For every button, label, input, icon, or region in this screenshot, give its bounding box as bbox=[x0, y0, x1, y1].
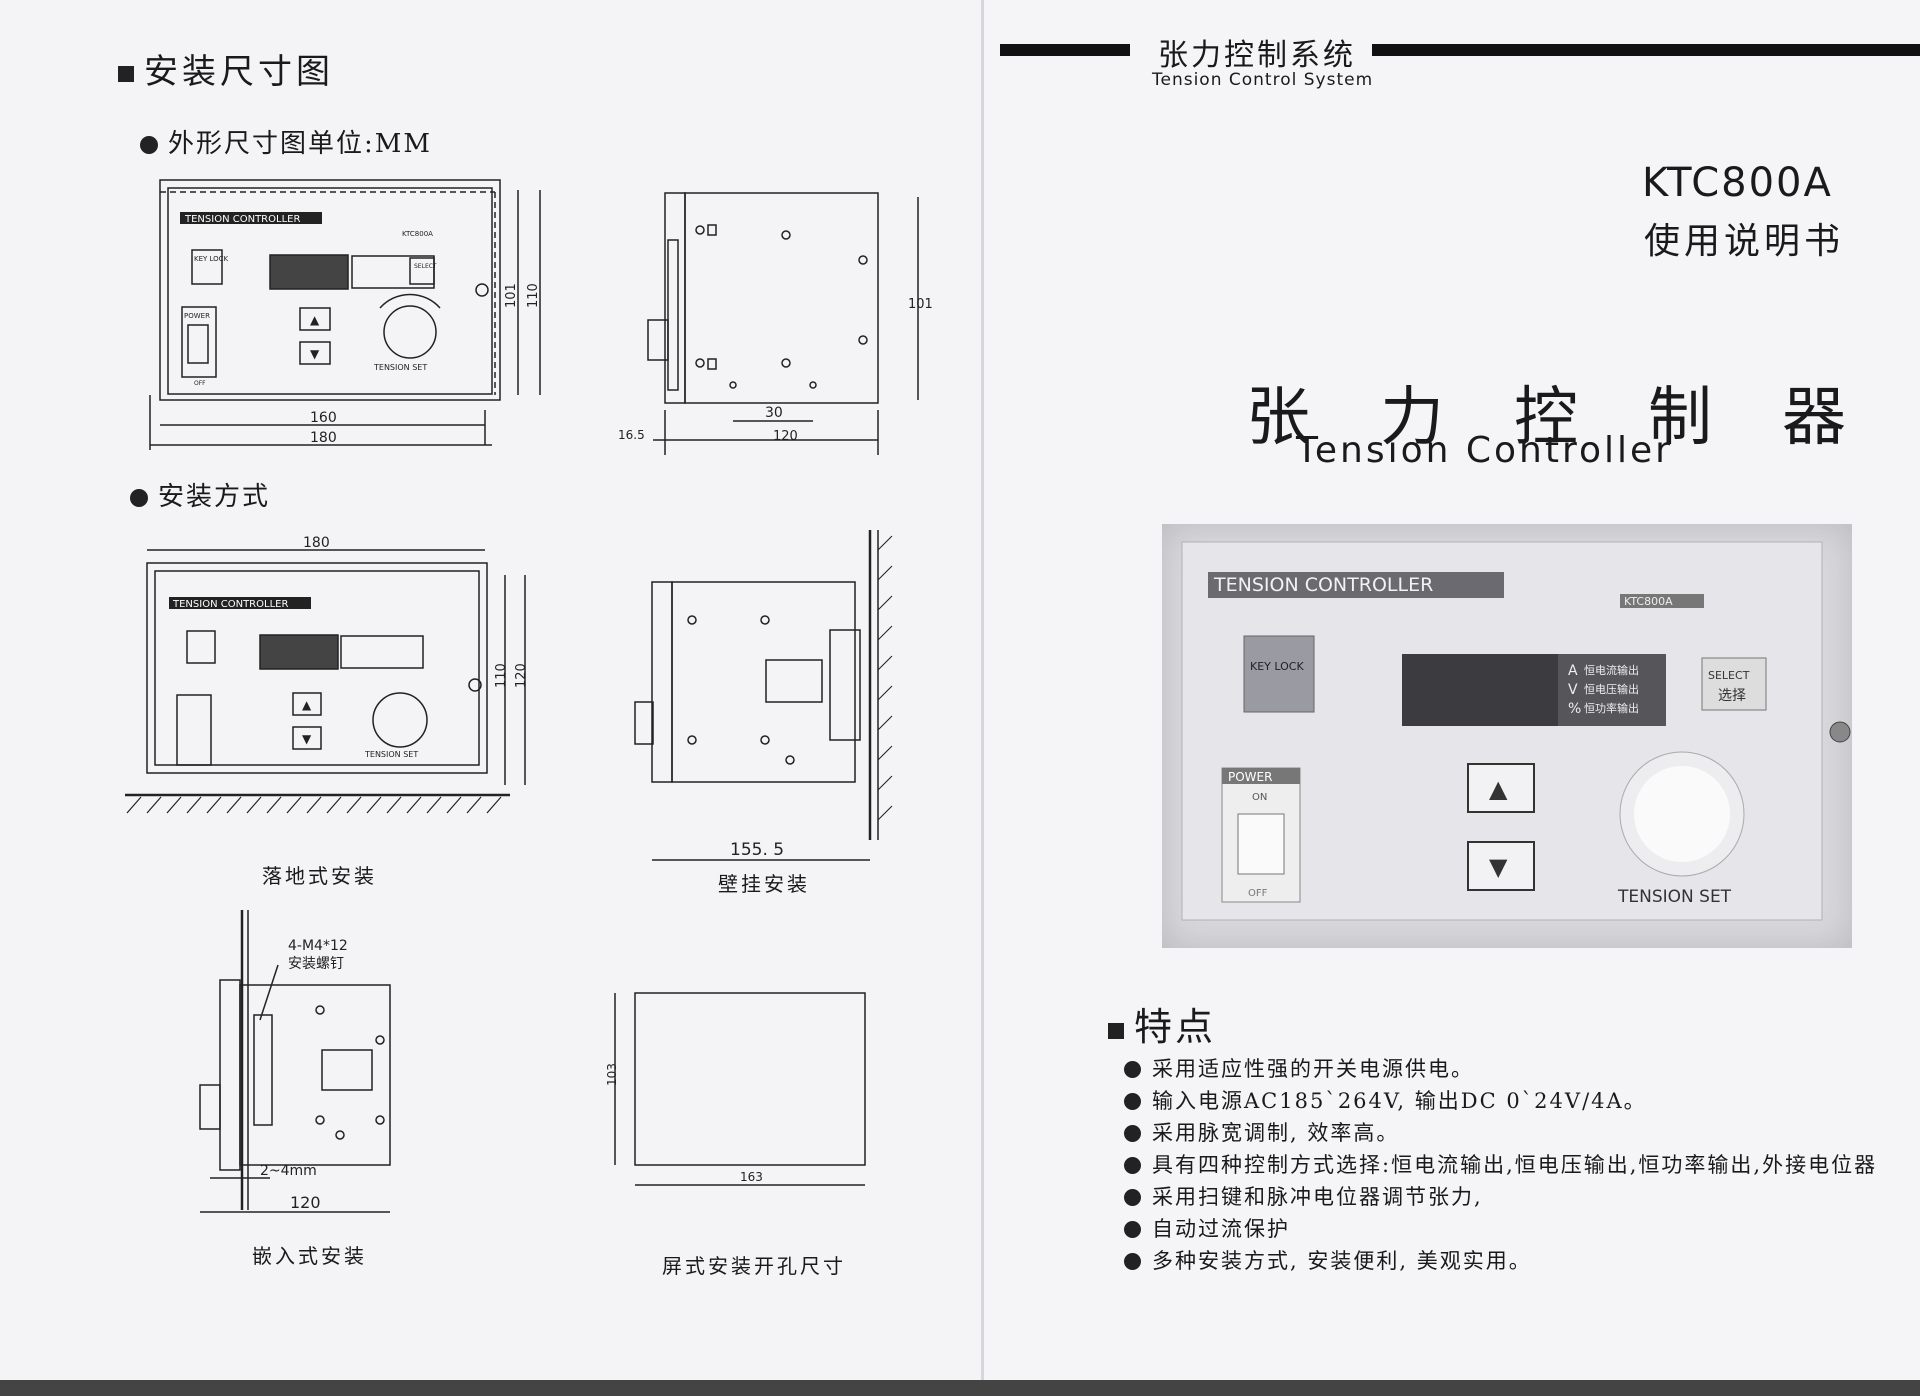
install-dimension-heading: 安装尺寸图 bbox=[118, 44, 334, 93]
down-arrow-icon: ▼ bbox=[310, 347, 320, 361]
tension-set-label: TENSION SET bbox=[373, 363, 427, 372]
dim-180: 180 bbox=[310, 430, 337, 446]
feature-item: 采用适应性强的开关电源供电。 bbox=[1124, 1054, 1894, 1084]
select-label: SELECT bbox=[414, 263, 437, 270]
feature-item: 多种安装方式, 安装便利, 美观实用。 bbox=[1124, 1246, 1894, 1276]
install-method-title: 安装方式 bbox=[158, 482, 271, 512]
up-arrow-icon: ▲ bbox=[302, 698, 312, 712]
panel-cutout-caption: 屏式安装开孔尺寸 bbox=[662, 1254, 846, 1278]
square-bullet-icon bbox=[1108, 1022, 1124, 1039]
round-bullet-icon bbox=[130, 489, 148, 507]
off-label: OFF bbox=[194, 380, 206, 387]
manual-title: 使用说明书 bbox=[1644, 221, 1845, 262]
floor-dim-180: 180 bbox=[303, 535, 330, 551]
panel-cutout-drawing: 103 163 bbox=[605, 992, 866, 1186]
panel-label: TENSION CONTROLLER bbox=[184, 214, 300, 225]
photo-select-cn: 选择 bbox=[1718, 688, 1746, 704]
dim-101: 101 bbox=[504, 283, 519, 308]
floor-dim-120: 120 bbox=[514, 663, 529, 688]
round-bullet-icon bbox=[140, 136, 158, 154]
scan-edge bbox=[0, 1380, 1920, 1396]
round-bullet-icon bbox=[1124, 1157, 1141, 1174]
wall-mount-drawing: 155. 5 bbox=[634, 530, 893, 861]
features-title: 特点 bbox=[1134, 1005, 1217, 1049]
photo-ind-v-text: 恒电压输出 bbox=[1584, 682, 1639, 696]
brand-title-cn: 张力控制系统 bbox=[1158, 38, 1356, 73]
feature-item: 采用扫键和脉冲电位器调节张力, bbox=[1124, 1182, 1894, 1212]
screw-label-cn: 安装螺钉 bbox=[288, 956, 344, 972]
photo-panel-label: TENSION CONTROLLER bbox=[1213, 574, 1433, 596]
embed-mount-drawing: 4-M4*12 安装螺钉 2~4mm 120 bbox=[199, 910, 391, 1213]
photo-power-label: POWER bbox=[1228, 770, 1272, 784]
panel-label-bg bbox=[180, 212, 322, 224]
photo-ind-a-text: 恒电流输出 bbox=[1584, 663, 1639, 677]
round-bullet-icon bbox=[1124, 1061, 1141, 1078]
photo-keylock-label: KEY LOCK bbox=[1250, 660, 1304, 673]
feature-item: 自动过流保护 bbox=[1124, 1214, 1894, 1244]
dim-110: 110 bbox=[526, 283, 541, 308]
product-title-cn: 张力控制器 bbox=[1246, 381, 1916, 455]
round-bullet-icon bbox=[1124, 1189, 1141, 1206]
wall-mount-caption: 壁挂安装 bbox=[718, 872, 810, 896]
photo-ind-pct-text: 恒功率输出 bbox=[1584, 701, 1639, 715]
screw-label: 4-M4*12 bbox=[288, 938, 348, 954]
cutout-dim-163: 163 bbox=[740, 1170, 763, 1184]
front-view-drawing: TENSION CONTROLLER KTC800A KEY LOCK POWE… bbox=[149, 179, 541, 450]
round-bullet-icon bbox=[1124, 1125, 1141, 1142]
model-number: KTC800A bbox=[1642, 160, 1833, 206]
features-list: 采用适应性强的开关电源供电。 输入电源AC185`264V, 输出DC 0`24… bbox=[1124, 1054, 1894, 1278]
photo-up-arrow-icon: ▲ bbox=[1489, 775, 1508, 803]
photo-ind-v: V bbox=[1568, 682, 1578, 698]
power-label: POWER bbox=[184, 312, 210, 320]
photo-select-label: SELECT bbox=[1708, 669, 1750, 682]
model-label: KTC800A bbox=[402, 230, 433, 238]
product-photo: TENSION CONTROLLER KTC800A KEY LOCK A V … bbox=[1162, 524, 1852, 948]
wall-dim-155-5: 155. 5 bbox=[730, 840, 784, 860]
side-dim-101: 101 bbox=[908, 297, 933, 312]
cutout-dim-103: 103 bbox=[605, 1063, 619, 1086]
photo-off-label: OFF bbox=[1248, 888, 1268, 899]
feature-item: 采用脉宽调制, 效率高。 bbox=[1124, 1118, 1894, 1148]
page-spine bbox=[981, 0, 984, 1396]
side-dim-30: 30 bbox=[765, 405, 783, 421]
left-page: 安装尺寸图 外形尺寸图单位:MM bbox=[0, 0, 981, 1392]
embed-dim-120: 120 bbox=[290, 1193, 321, 1212]
install-method-heading: 安装方式 bbox=[130, 476, 270, 513]
dim-160: 160 bbox=[310, 410, 337, 426]
photo-ind-pct: % bbox=[1568, 701, 1581, 717]
down-arrow-icon: ▼ bbox=[302, 732, 312, 746]
round-bullet-icon bbox=[1124, 1093, 1141, 1110]
photo-on-label: ON bbox=[1252, 792, 1267, 803]
photo-tension-set-label: TENSION SET bbox=[1617, 887, 1732, 907]
feature-item: 具有四种控制方式选择:恒电流输出,恒电压输出,恒功率输出,外接电位器 bbox=[1124, 1150, 1894, 1180]
up-arrow-icon: ▲ bbox=[310, 313, 320, 327]
feature-item: 输入电源AC185`264V, 输出DC 0`24V/4A。 bbox=[1124, 1086, 1894, 1116]
floor-panel-label: TENSION CONTROLLER bbox=[172, 599, 288, 610]
outline-title: 外形尺寸图单位:MM bbox=[168, 129, 433, 159]
floor-dim-110: 110 bbox=[494, 663, 509, 688]
square-bullet-icon bbox=[118, 66, 134, 82]
brand-title-en: Tension Control System bbox=[1152, 70, 1374, 90]
gap-label: 2~4mm bbox=[260, 1163, 317, 1179]
floor-mount-caption: 落地式安装 bbox=[262, 864, 377, 888]
side-dim-120: 120 bbox=[773, 429, 798, 444]
keylock-label: KEY LOCK bbox=[194, 255, 229, 263]
photo-down-arrow-icon: ▼ bbox=[1489, 853, 1508, 881]
side-view-drawing: 101 30 16.5 120 bbox=[618, 192, 933, 455]
product-title-en: Tension Controller bbox=[1296, 430, 1673, 471]
brand-bar-right bbox=[1372, 44, 1920, 56]
install-dimension-title: 安装尺寸图 bbox=[144, 52, 334, 92]
outline-heading: 外形尺寸图单位:MM bbox=[140, 123, 432, 160]
photo-ind-a: A bbox=[1568, 663, 1578, 679]
photo-model-label: KTC800A bbox=[1624, 595, 1673, 608]
side-dim-16-5: 16.5 bbox=[618, 428, 645, 442]
features-heading: 特点 bbox=[1108, 996, 1216, 1051]
round-bullet-icon bbox=[1124, 1221, 1141, 1238]
round-bullet-icon bbox=[1124, 1253, 1141, 1270]
floor-tension-set-label: TENSION SET bbox=[364, 750, 418, 759]
brand-bar-left bbox=[1000, 44, 1130, 56]
embed-mount-caption: 嵌入式安装 bbox=[252, 1244, 367, 1268]
floor-mount-drawing: TENSION CONTROLLER ▲ ▼ TENSION SET 180 1… bbox=[125, 535, 529, 814]
